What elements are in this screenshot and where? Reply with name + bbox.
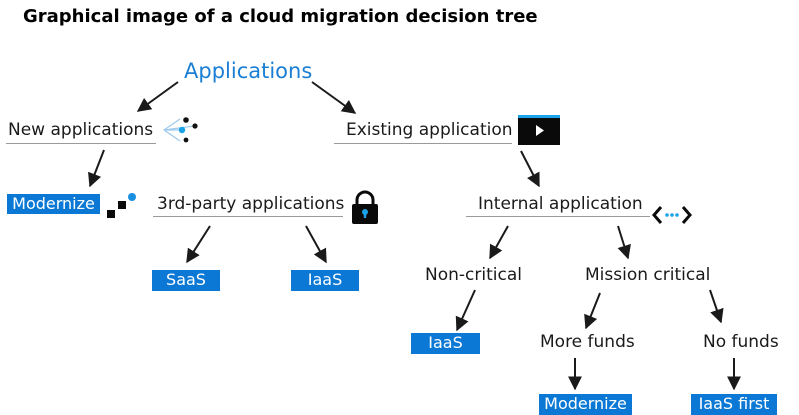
box-iaas-left: IaaS bbox=[291, 270, 359, 291]
arrow-existing-to-internal bbox=[520, 150, 540, 188]
arrow-noncritical-to-iaas bbox=[455, 289, 476, 332]
node-mission-critical: Mission critical bbox=[585, 265, 711, 285]
network-nodes-icon bbox=[163, 117, 198, 143]
underline-third-party bbox=[153, 216, 343, 217]
arrow-root-to-new bbox=[136, 81, 179, 112]
lock-icon bbox=[352, 190, 378, 224]
node-internal-application: Internal application bbox=[478, 194, 643, 214]
arrow-third-to-saas bbox=[186, 225, 211, 264]
arrow-mission-to-morefunds bbox=[584, 292, 601, 330]
play-video-icon bbox=[518, 115, 560, 145]
node-new-applications: New applications bbox=[8, 120, 154, 140]
node-applications: Applications bbox=[184, 59, 313, 83]
box-saas: SaaS bbox=[152, 270, 220, 291]
arrow-mission-to-nofunds bbox=[709, 289, 724, 324]
node-existing-application: Existing application bbox=[346, 120, 513, 140]
box-iaas-first: IaaS first bbox=[691, 394, 777, 415]
node-non-critical: Non-critical bbox=[425, 265, 522, 285]
underline-internal-application bbox=[466, 216, 650, 217]
node-more-funds: More funds bbox=[540, 332, 635, 352]
code-brackets-icon bbox=[652, 206, 692, 224]
arrow-root-to-existing bbox=[311, 81, 357, 114]
arrow-internal-to-mission bbox=[617, 225, 631, 260]
node-third-party-applications: 3rd-party applications bbox=[157, 194, 345, 214]
arrow-internal-to-noncritical bbox=[489, 225, 509, 260]
arrow-third-to-iaas bbox=[305, 225, 327, 264]
diagram-title: Graphical image of a cloud migration dec… bbox=[23, 6, 538, 27]
box-iaas-mid: IaaS bbox=[411, 333, 480, 354]
underline-existing-application bbox=[334, 143, 512, 144]
arrow-new-to-modernize bbox=[88, 149, 105, 188]
node-no-funds: No funds bbox=[703, 332, 779, 352]
modernize-squares-icon bbox=[107, 193, 136, 218]
underline-new-applications bbox=[6, 143, 156, 144]
box-modernize-top: Modernize bbox=[7, 194, 100, 214]
box-modernize-bottom: Modernize bbox=[539, 394, 632, 415]
